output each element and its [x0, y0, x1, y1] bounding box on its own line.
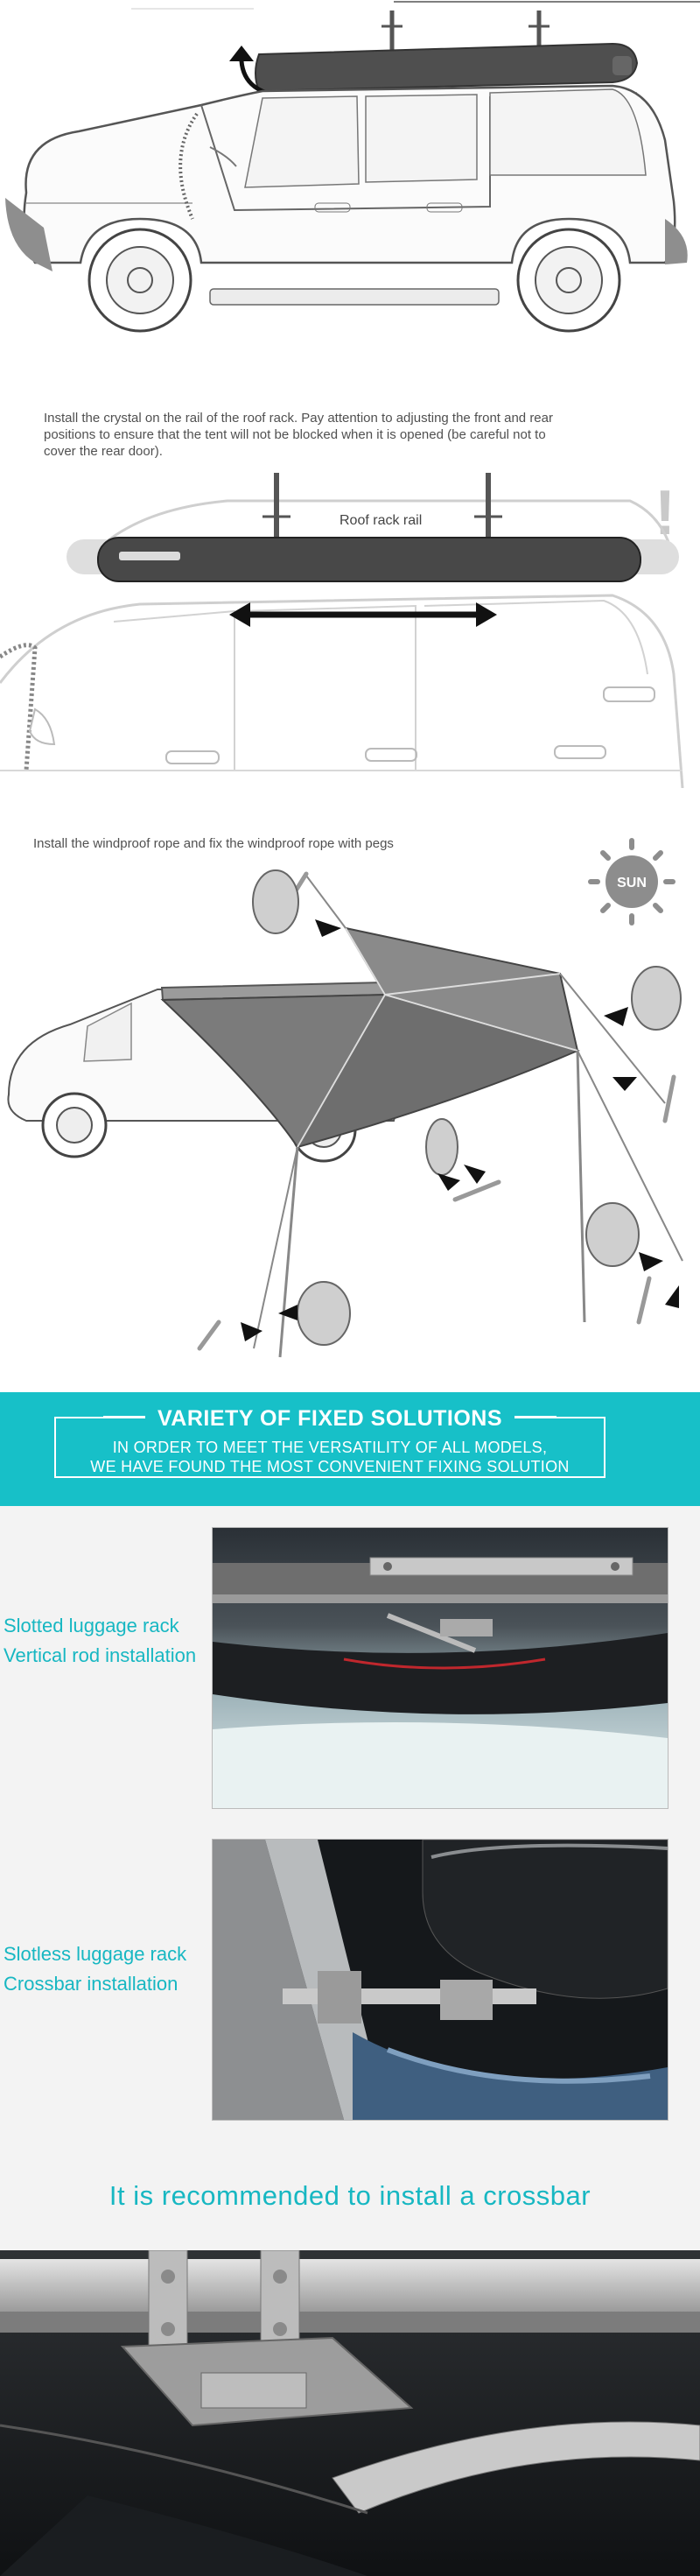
crossbar-recommendation: It is recommended to install a crossbar [108, 2180, 592, 2211]
banner-subtitle-line1: IN ORDER TO MEET THE VERSATILITY OF ALL … [112, 1439, 548, 1456]
windproof-rope-section: Install the windproof rope and fix the w… [0, 788, 700, 1392]
slotless-rack-method: Crossbar installation [4, 1973, 178, 1995]
fixed-solutions-banner: VARIETY OF FIXED SOLUTIONS IN ORDER TO M… [0, 1392, 700, 1506]
banner-subtitle-line2: WE HAVE FOUND THE MOST CONVENIENT FIXING… [90, 1458, 570, 1475]
roof-rack-rail-section: Install the crystal on the rail of the r… [0, 385, 700, 788]
slotted-rack-method: Vertical rod installation [4, 1644, 197, 1666]
sun-icon: SUN [588, 838, 676, 926]
rail-illustration: ! [0, 473, 684, 788]
slotless-rack-caption: Slotless luggage rack Crossbar installat… [4, 1939, 186, 1999]
slotted-rack-caption: Slotted luggage rack Vertical rod instal… [4, 1611, 196, 1671]
car-side-illustration [5, 1, 700, 333]
banner-subtitle: IN ORDER TO MEET THE VERSATILITY OF ALL … [56, 1438, 604, 1476]
rail-install-caption: Install the crystal on the rail of the r… [44, 411, 553, 459]
banner-title: VARIETY OF FIXED SOLUTIONS [144, 1406, 515, 1431]
roof-rack-rail-label: Roof rack rail [340, 513, 423, 528]
fixing-options-section: Slotted luggage rack Vertical rod instal… [0, 1506, 700, 2250]
awning-mount-illustration [0, 0, 700, 385]
slotless-rack-title: Slotless luggage rack [4, 1943, 187, 1965]
awning-deployed-illustration: SUN [7, 838, 683, 1358]
banner-frame: VARIETY OF FIXED SOLUTIONS IN ORDER TO M… [54, 1406, 606, 1478]
crossbar-closeup-photo [0, 2250, 700, 2576]
warning-icon: ! [654, 478, 676, 548]
slotted-rack-photo [212, 1527, 668, 1809]
windproof-caption: Install the windproof rope and fix the w… [33, 836, 394, 851]
svg-text:SUN: SUN [617, 876, 647, 890]
banner-title-row: VARIETY OF FIXED SOLUTIONS [56, 1406, 604, 1432]
slotted-rack-title: Slotted luggage rack [4, 1615, 179, 1636]
slotless-rack-photo [212, 1839, 668, 2121]
